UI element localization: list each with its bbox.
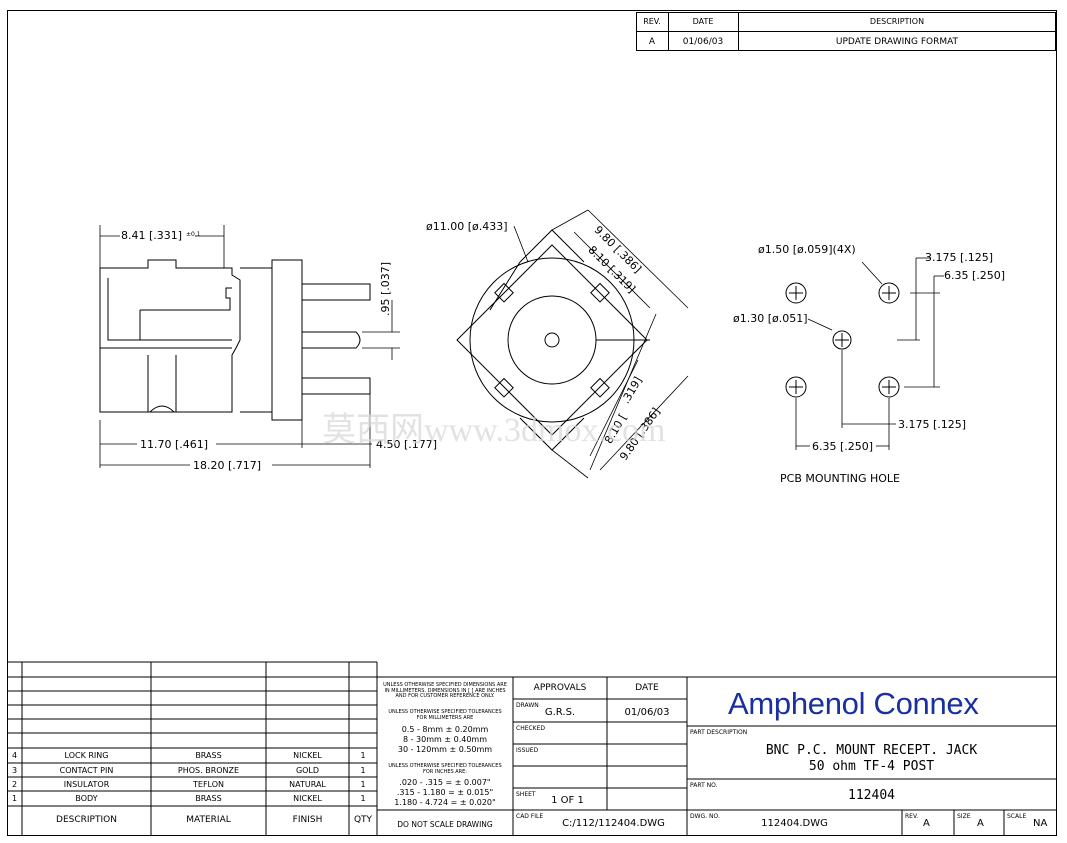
in-tolerance-heading: UNLESS OTHERWISE SPECIFIED TOLERANCES FO… xyxy=(388,763,502,775)
issued-label: ISSUED xyxy=(516,747,539,754)
company-logo: Amphenol Connex xyxy=(728,686,979,721)
description-header: DESCRIPTION xyxy=(869,17,925,26)
front-view-outline xyxy=(456,229,650,451)
dim-3-175-right: 3.175 [.125] xyxy=(925,251,994,264)
dim-center-diameter: ø1.30 [ø.051] xyxy=(733,312,808,325)
bom-material: BRASS xyxy=(195,751,222,760)
rev-description: UPDATE DRAWING FORMAT xyxy=(835,37,959,47)
sheet-label: SHEET xyxy=(516,791,536,798)
approvals-date-header: DATE xyxy=(635,683,659,693)
pcb-caption: PCB MOUNTING HOLE xyxy=(780,472,901,485)
in-tolerance-row: .020 - .315 = ± 0.007" xyxy=(399,778,491,787)
date-header: DATE xyxy=(692,17,714,26)
dim-pin-diameter: .95 [.037] xyxy=(379,261,392,316)
front-view-dimensions xyxy=(513,209,689,479)
bom-item: 1 xyxy=(11,794,18,803)
cad-file-value: C:/112/112404.DWG xyxy=(562,818,665,829)
bom-material: TEFLON xyxy=(193,780,224,789)
rev-value-title: A xyxy=(923,818,930,829)
part-description-line2: 50 ohm TF-4 POST xyxy=(808,759,935,774)
dim-6-35-bottom: 6.35 [.250] xyxy=(812,440,874,453)
bom-qty: 1 xyxy=(360,751,366,760)
bom-finish: NICKEL xyxy=(293,794,322,803)
bom-qty: 1 xyxy=(360,766,366,775)
dim-11-70: 11.70 [.461] xyxy=(140,438,209,451)
dim-6-35-right: 6.35 [.250] xyxy=(944,269,1006,282)
in-tolerance-row: 1.180 - 4.724 = ± 0.020" xyxy=(394,798,496,807)
bom-header-finish: FINISH xyxy=(292,815,323,825)
bom-description: LOCK RING xyxy=(64,751,109,760)
part-description-line1: BNC P.C. MOUNT RECEPT. JACK xyxy=(765,743,978,758)
drawn-date: 01/06/03 xyxy=(624,707,670,718)
bom-description: BODY xyxy=(75,794,98,803)
bom-finish: GOLD xyxy=(295,766,320,775)
part-number: 112404 xyxy=(848,788,895,803)
mm-tolerance-row: 0.5 - 8mm ± 0.20mm xyxy=(401,725,489,734)
dim-tolerance: ±0.1 xyxy=(186,231,201,238)
dim-3-175-bottom: 3.175 [.125] xyxy=(898,418,967,431)
bom-header-qty: QTY xyxy=(353,815,373,825)
bom-header-description: DESCRIPTION xyxy=(56,815,117,825)
dim-4-50: 4.50 [.177] xyxy=(376,438,438,451)
title-block-grid xyxy=(377,676,1056,835)
part-no-label: PART NO. xyxy=(690,782,718,789)
mm-tolerance-row: 8 - 30mm ± 0.40mm xyxy=(402,735,487,744)
drawn-label: DRAWN xyxy=(516,702,539,709)
size-value: A xyxy=(977,818,984,829)
bom-description: CONTACT PIN xyxy=(59,766,114,775)
size-label: SIZE xyxy=(957,813,971,820)
mm-tolerance-heading: UNLESS OTHERWISE SPECIFIED TOLERANCES FO… xyxy=(388,709,502,721)
sheet-value: 1 OF 1 xyxy=(551,795,584,806)
dwg-number: 112404.DWG xyxy=(761,818,828,829)
rev-date: 01/06/03 xyxy=(682,37,724,47)
scale-value: NA xyxy=(1033,818,1048,829)
bom-item: 3 xyxy=(11,766,18,775)
watermark: 莫西网www.3dmox.com xyxy=(322,412,666,449)
dim-diameter-11: ø11.00 [ø.433] xyxy=(426,220,508,233)
bom-finish: NATURAL xyxy=(289,780,326,789)
approvals-header: APPROVALS xyxy=(533,683,587,693)
pcb-dimensions xyxy=(795,257,944,450)
bom-item: 2 xyxy=(11,780,18,789)
dim-18-20: 18.20 [.717] xyxy=(193,459,262,472)
do-not-scale: DO NOT SCALE DRAWING xyxy=(397,820,493,829)
rev-value: A xyxy=(648,37,656,47)
dwg-no-label: DWG. NO. xyxy=(690,813,720,820)
bom-item: 4 xyxy=(11,751,18,760)
pcb-holes xyxy=(785,282,900,398)
bom-finish: NICKEL xyxy=(293,751,322,760)
drawn-by: G.R.S. xyxy=(544,707,576,718)
scale-label: SCALE xyxy=(1007,813,1027,820)
rev-header: REV. xyxy=(643,17,661,26)
cad-file-label: CAD FILE xyxy=(516,813,544,820)
bom-description: INSULATOR xyxy=(63,780,110,789)
mm-tolerance-row: 30 - 120mm ± 0.50mm xyxy=(397,745,493,754)
in-tolerance-row: .315 - 1.180 = ± 0.015" xyxy=(396,788,494,797)
bom-qty: 1 xyxy=(360,780,366,789)
rev-label: REV. xyxy=(905,813,919,820)
bom-grid xyxy=(7,661,378,835)
checked-label: CHECKED xyxy=(516,725,546,732)
units-note: UNLESS OTHERWISE SPECIFIED DIMENSIONS AR… xyxy=(383,682,507,699)
dim-hole-diameter: ø1.50 [ø.059](4X) xyxy=(758,243,856,256)
bom-qty: 1 xyxy=(360,794,366,803)
bom-material: BRASS xyxy=(195,794,222,803)
side-view-outline xyxy=(99,259,371,421)
bom-material: PHOS. BRONZE xyxy=(177,766,240,775)
bom-header-material: MATERIAL xyxy=(186,815,231,825)
drawing-frame xyxy=(7,10,1057,836)
dim-8-41: 8.41 [.331] xyxy=(121,229,183,242)
side-view-dimensions xyxy=(99,225,400,468)
part-description-label: PART DESCRIPTION xyxy=(690,729,748,736)
